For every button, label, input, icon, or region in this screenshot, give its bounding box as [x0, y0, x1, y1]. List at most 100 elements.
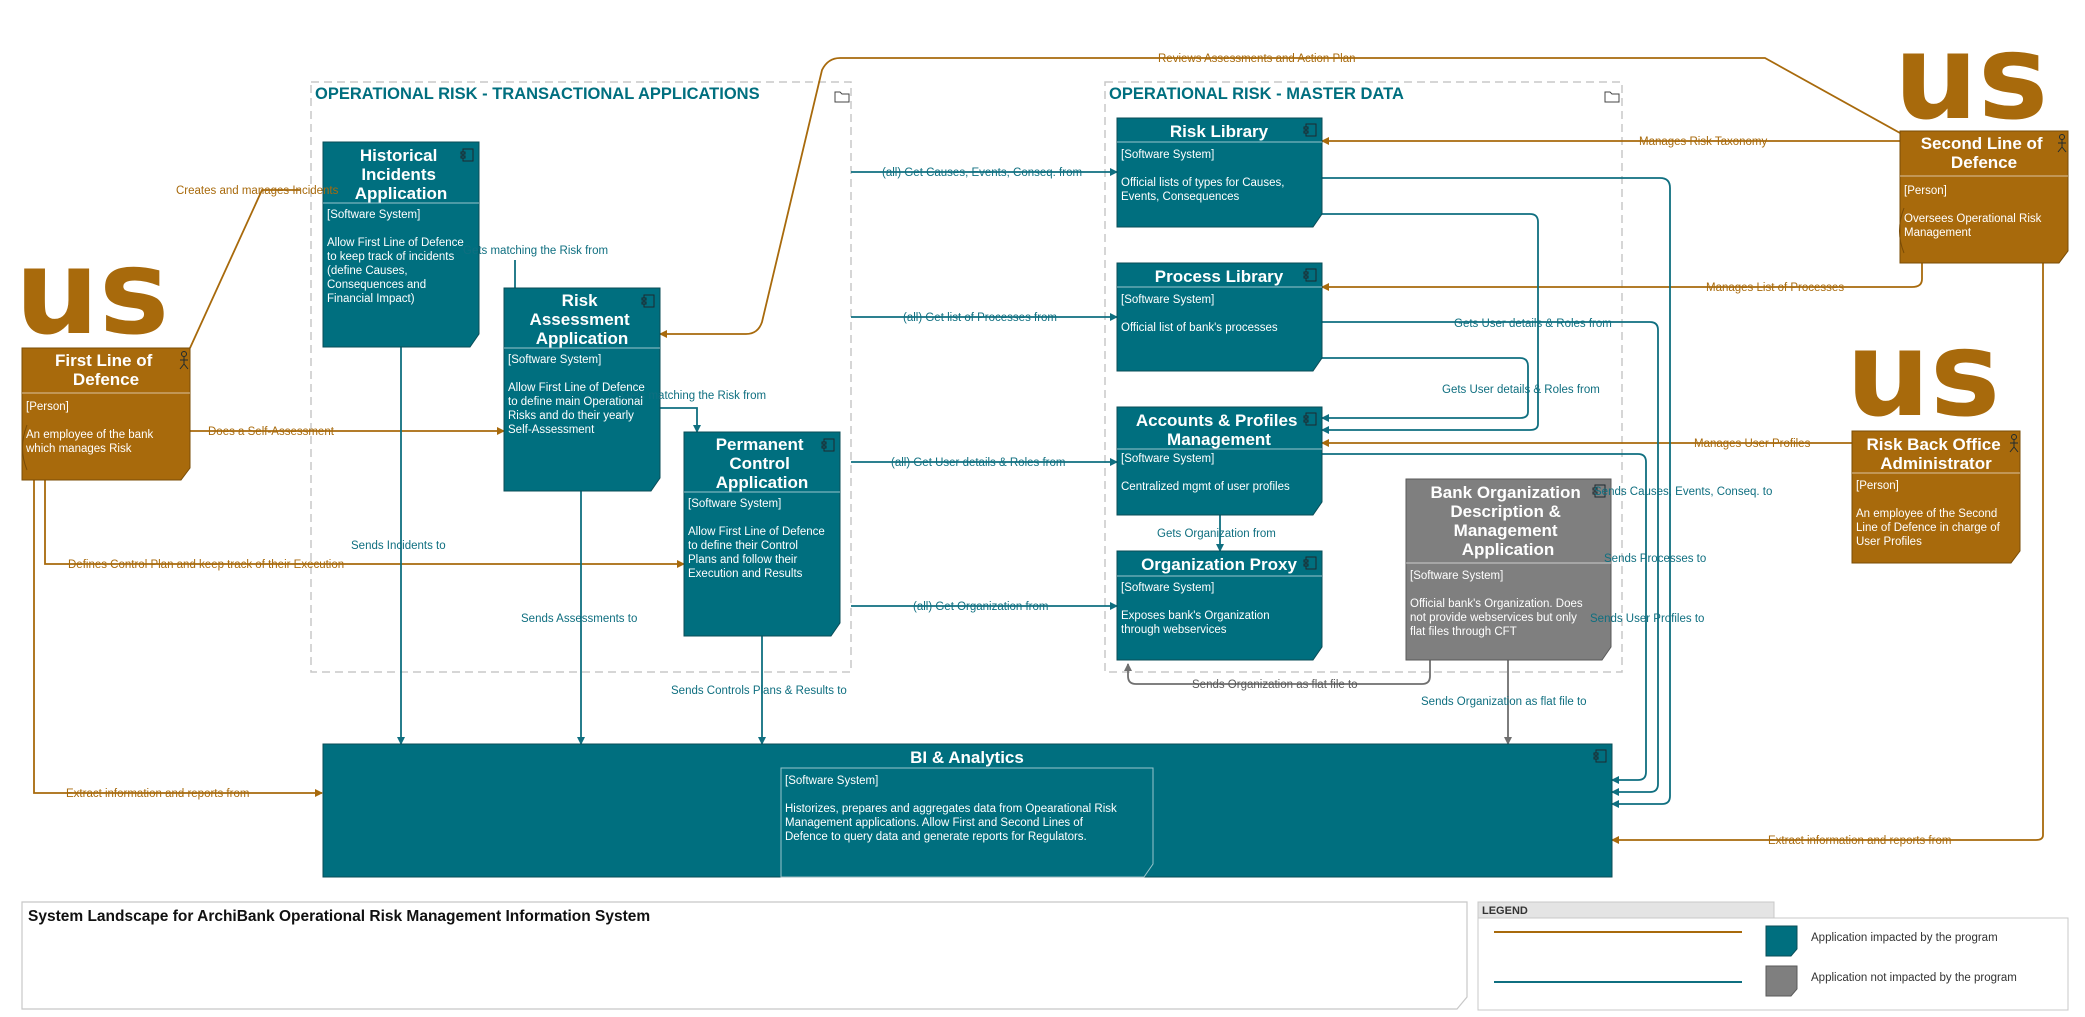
historical-incidents-application[interactable]: Historical Incidents Application [Softwa…	[322, 141, 480, 348]
bank-org-description: Official bank's Organization. Does not p…	[1410, 598, 1586, 638]
accounts-type: [Software System]	[1121, 453, 1214, 465]
person-glyph: us	[1894, 8, 2048, 146]
back-office-type: [Person]	[1856, 480, 1899, 492]
label-sends-incidents: Sends Incidents to	[351, 540, 446, 552]
legend-item-impacted: Application impacted by the program	[1811, 932, 1998, 944]
bi-description: Historizes, prepares and aggregates data…	[785, 803, 1120, 843]
risk-library-description: Official lists of types for Causes, Even…	[1121, 177, 1288, 203]
label-get-processes: (all) Get list of Processes from	[903, 312, 1057, 324]
accounts-title: Accounts & Profiles Management	[1136, 411, 1302, 449]
legend-swatch-teal	[1765, 925, 1798, 957]
person-icon	[2057, 134, 2067, 153]
label-defines-control: Defines Control Plan and keep track of t…	[68, 559, 344, 571]
label-manages-taxonomy: Manages Risk Taxonomy	[1639, 136, 1768, 148]
component-icon	[1592, 484, 1606, 498]
label-creates-incidents: Creates and manages Incidents	[176, 185, 339, 197]
component-icon	[1593, 749, 1607, 763]
label-sends-org-flat-2: Sends Organization as flat file to	[1421, 696, 1587, 708]
back-office-title: Risk Back Office Administrator	[1867, 435, 2006, 473]
label-manages-profiles: Manages User Profiles	[1694, 438, 1811, 450]
risk-back-office-administrator[interactable]: us Risk Back Office Administrator [Perso…	[1846, 305, 2021, 564]
person-icon	[2009, 434, 2019, 453]
component-icon	[460, 148, 474, 162]
second-line-of-defence[interactable]: us Second Line of Defence [Person] Overs…	[1894, 8, 2069, 264]
component-icon	[1303, 268, 1317, 282]
person-glyph: us	[1846, 305, 2000, 443]
risk-library[interactable]: Risk Library [Software System] Official …	[1116, 117, 1323, 228]
second-line-type: [Person]	[1904, 185, 1947, 197]
legend-item-not-impacted: Application not impacted by the program	[1811, 972, 2017, 984]
process-library-title: Process Library	[1155, 267, 1284, 286]
label-sends-user-profiles: Sends User Profiles to	[1590, 613, 1704, 625]
risk-library-title: Risk Library	[1170, 122, 1269, 141]
folder-icon	[1604, 91, 1620, 103]
label-sends-controls: Sends Controls Plans & Results to	[671, 685, 847, 697]
label-extract-2: Extract information and reports from	[1768, 835, 1951, 847]
page-title: System Landscape for ArchiBank Operation…	[28, 908, 650, 925]
label-matching-1: Gets matching the Risk from	[463, 245, 608, 257]
bi-analytics[interactable]: BI & Analytics [Software System] Histori…	[322, 743, 1613, 878]
organization-proxy[interactable]: Organization Proxy [Software System] Exp…	[1116, 550, 1323, 661]
process-library[interactable]: Process Library [Software System] Offici…	[1116, 262, 1323, 372]
risk-assessment-description: Allow First Line of Defence to define ma…	[508, 382, 648, 436]
label-reviews: Reviews Assessments and Action Plan	[1158, 53, 1356, 65]
legend: LEGEND Application impacted by the progr…	[1477, 901, 2069, 1011]
permanent-control-application[interactable]: Permanent Control Application [Software …	[683, 431, 841, 637]
second-line-description: Oversees Operational Risk Management	[1904, 213, 2045, 239]
risk-assessment-application[interactable]: Risk Assessment Application [Software Sy…	[503, 287, 661, 492]
historical-type: [Software System]	[327, 209, 420, 221]
label-sends-assessments: Sends Assessments to	[521, 613, 637, 625]
label-sends-processes: Sends Processes to	[1604, 553, 1706, 565]
group-title-transactional: OPERATIONAL RISK - TRANSACTIONAL APPLICA…	[315, 85, 760, 103]
accounts-profiles-management[interactable]: Accounts & Profiles Management [Software…	[1116, 406, 1323, 516]
legend-swatch-grey	[1765, 965, 1798, 997]
label-sends-causes: Sends Causes, Events, Conseq. to	[1594, 486, 1772, 498]
permanent-control-description: Allow First Line of Defence to define th…	[688, 526, 828, 580]
person-icon	[179, 351, 189, 370]
connectors	[33, 57, 2044, 844]
historical-description: Allow First Line of Defence to keep trac…	[327, 237, 467, 305]
bi-title: BI & Analytics	[910, 748, 1024, 767]
legend-header: LEGEND	[1482, 905, 1528, 917]
first-line-description: An employee of the bank which manages Ri…	[25, 429, 156, 455]
bank-organization-application[interactable]: Bank Organization Description & Manageme…	[1405, 478, 1612, 661]
process-library-description: Official list of bank's processes	[1121, 322, 1278, 334]
component-icon	[1303, 412, 1317, 426]
label-self-assessment: Does a Self-Assessment	[208, 426, 335, 438]
permanent-control-title: Permanent Control Application	[716, 435, 809, 492]
first-line-title: First Line of Defence	[55, 351, 157, 389]
process-library-type: [Software System]	[1121, 294, 1214, 306]
risk-library-type: [Software System]	[1121, 149, 1214, 161]
relation-labels: Reviews Assessments and Action Plan Crea…	[66, 53, 1951, 847]
component-icon	[821, 438, 835, 452]
second-line-title: Second Line of Defence	[1921, 134, 2048, 172]
bank-org-title: Bank Organization Description & Manageme…	[1431, 483, 1586, 559]
first-line-of-defence[interactable]: us First Line of Defence [Person] An emp…	[15, 223, 191, 481]
bank-org-type: [Software System]	[1410, 570, 1503, 582]
first-line-type: [Person]	[26, 401, 69, 413]
component-icon	[641, 294, 655, 308]
component-icon	[1303, 123, 1317, 137]
label-gets-org-from: Gets Organization from	[1157, 528, 1276, 540]
label-get-users: (all) Get User details & Roles from	[891, 457, 1065, 469]
label-get-org: (all) Get Organization from	[913, 601, 1049, 613]
risk-assessment-type: [Software System]	[508, 354, 601, 366]
folder-icon	[834, 91, 850, 103]
label-extract-1: Extract information and reports from	[66, 788, 249, 800]
org-proxy-title: Organization Proxy	[1141, 555, 1297, 574]
org-proxy-type: [Software System]	[1121, 582, 1214, 594]
component-icon	[1303, 556, 1317, 570]
accounts-description: Centralized mgmt of user profiles	[1121, 481, 1290, 493]
title-box: System Landscape for ArchiBank Operation…	[21, 901, 1468, 1010]
label-matching-2: Gets matching the Risk from	[621, 390, 766, 402]
label-gets-user-details-1: Gets User details & Roles from	[1454, 318, 1612, 330]
back-office-description: An employee of the Second Line of Defenc…	[1856, 508, 2003, 548]
label-gets-user-details-2: Gets User details & Roles from	[1442, 384, 1600, 396]
group-master-data: OPERATIONAL RISK - MASTER DATA	[1104, 81, 1623, 673]
label-manages-processes: Manages List of Processes	[1706, 282, 1844, 294]
risk-assessment-title: Risk Assessment Application	[530, 291, 635, 348]
historical-title: Historical Incidents Application	[355, 146, 448, 203]
label-get-causes: (all) Get Causes, Events, Conseq. from	[882, 167, 1082, 179]
group-transactional-applications: OPERATIONAL RISK - TRANSACTIONAL APPLICA…	[310, 81, 852, 673]
